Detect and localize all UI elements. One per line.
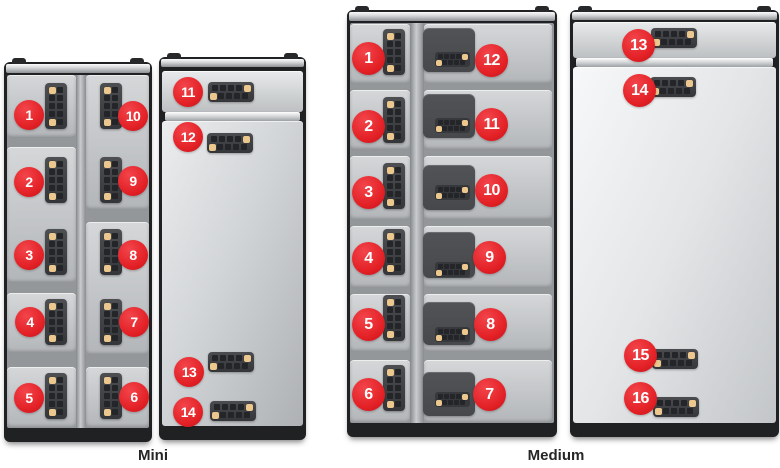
endo-rib: [76, 75, 86, 428]
module-connector-icon: [100, 373, 122, 419]
module-connector-pad-icon: [435, 392, 470, 407]
module-connector-pad-icon: [435, 52, 470, 67]
medium-back-marker-13: 13: [622, 29, 655, 62]
module-connector-icon: [383, 365, 405, 411]
medium-front-marker-6: 6: [352, 378, 385, 411]
frame-tab: [355, 6, 369, 15]
mini-back-marker-11: 11: [173, 77, 203, 107]
rear-connector-pad-icon: [652, 349, 698, 369]
module-connector-icon: [383, 295, 405, 341]
medium-front-marker-2: 2: [352, 110, 385, 143]
mini-front-marker-6: 6: [119, 382, 149, 412]
module-connector-pad-icon: [435, 185, 470, 200]
mini-front-marker-1: 1: [14, 100, 44, 130]
top-rail: [572, 12, 777, 20]
module-connector-icon: [45, 373, 67, 419]
top-rail: [349, 12, 555, 21]
module-connector-icon: [45, 299, 67, 345]
module-connector-icon: [383, 229, 405, 275]
mini-front-marker-8: 8: [118, 240, 148, 270]
rear-connector-pad-icon: [210, 401, 256, 421]
medium-front-marker-8: 8: [474, 308, 507, 341]
medium-back-marker-14: 14: [623, 74, 656, 107]
module-connector-icon: [383, 163, 405, 209]
medium-front-marker-12: 12: [475, 44, 508, 77]
medium-front-marker-11: 11: [475, 108, 508, 141]
medium-label: Medium: [527, 447, 585, 464]
module-connector-icon: [45, 83, 67, 129]
medium-back-endoskeleton: 13 14 15 16: [570, 6, 779, 437]
module-connector-pad-icon: [435, 262, 470, 277]
mini-back-marker-14: 14: [173, 397, 203, 427]
medium-back-marker-15: 15: [624, 339, 657, 372]
medium-front-marker-7: 7: [473, 378, 506, 411]
frame-tab: [167, 53, 181, 62]
endo-rib: [410, 23, 424, 423]
module-connector-icon: [100, 83, 122, 129]
module-connector-pad-icon: [435, 327, 470, 342]
frame-tab: [284, 53, 298, 62]
module-connector-icon: [45, 157, 67, 203]
separator-ridge: [165, 112, 300, 121]
medium-front-marker-5: 5: [352, 308, 385, 341]
endo-frame: [350, 23, 554, 423]
mini-front-endoskeleton: 1 2 3 4 5 10 9 8 7 6: [4, 58, 152, 442]
mini-front-marker-10: 10: [118, 101, 148, 131]
mini-front-marker-3: 3: [14, 240, 44, 270]
module-connector-icon: [100, 229, 122, 275]
medium-front-marker-4: 4: [352, 242, 385, 275]
mini-label: Mini: [138, 447, 168, 464]
mini-front-marker-9: 9: [118, 166, 148, 196]
rear-connector-pad-icon: [651, 28, 697, 48]
medium-front-marker-10: 10: [475, 174, 508, 207]
top-rail: [161, 59, 304, 67]
rear-connector-pad-icon: [208, 352, 254, 372]
rear-connector-pad-icon: [207, 133, 253, 153]
medium-front-endoskeleton: 1 2 3 4 5 6 12 11 10 9 8 7: [347, 6, 557, 437]
frame-tab: [130, 58, 144, 67]
rear-connector-pad-icon: [208, 82, 254, 102]
module-connector-icon: [383, 29, 405, 75]
module-connector-pad-icon: [435, 118, 470, 133]
mini-front-marker-5: 5: [14, 383, 44, 413]
module-connector-icon: [383, 97, 405, 143]
separator-ridge: [576, 58, 773, 67]
top-rail: [6, 64, 150, 73]
frame-tab: [535, 6, 549, 15]
medium-front-marker-1: 1: [352, 42, 385, 75]
frame-tab: [757, 6, 771, 15]
module-connector-icon: [45, 229, 67, 275]
mini-back-marker-13: 13: [174, 357, 204, 387]
frame-tab: [12, 58, 26, 67]
medium-back-marker-16: 16: [624, 382, 657, 415]
rear-connector-pad-icon: [653, 397, 699, 417]
mini-front-marker-4: 4: [15, 307, 45, 337]
module-connector-icon: [100, 299, 122, 345]
mini-front-marker-2: 2: [14, 167, 44, 197]
medium-front-marker-3: 3: [352, 176, 385, 209]
mini-back-marker-12: 12: [173, 122, 203, 152]
rear-connector-pad-icon: [650, 77, 696, 97]
mini-back-endoskeleton: 11 12 13 14: [159, 53, 306, 440]
mini-front-marker-7: 7: [119, 307, 149, 337]
back-panel: [573, 67, 776, 423]
medium-front-marker-9: 9: [473, 241, 506, 274]
module-connector-icon: [100, 157, 122, 203]
frame-tab: [578, 6, 592, 15]
